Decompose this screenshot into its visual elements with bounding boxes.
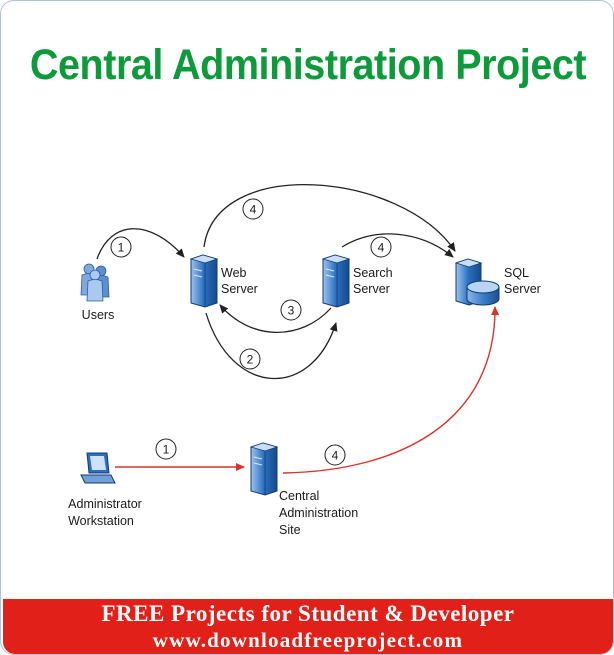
step-number: 3 <box>288 304 295 318</box>
step-circle-search-to-sql: 4 <box>370 236 392 258</box>
step-circle-web-to-sql: 4 <box>242 198 264 220</box>
arrow-users-to-web <box>96 228 185 260</box>
banner-website[interactable]: www.downloadfreeproject.com <box>152 628 464 652</box>
central-admin-server-icon <box>249 442 279 496</box>
step-circle-admin-to-central: 1 <box>155 438 177 460</box>
laptop-icon <box>80 452 116 484</box>
central-admin-label-line1: Central <box>279 489 319 503</box>
step-number: 1 <box>163 443 170 457</box>
step-number: 1 <box>118 241 125 255</box>
step-number: 4 <box>250 203 257 217</box>
arrow-central-to-sql <box>282 306 500 474</box>
banner-tagline: FREE Projects for Student & Developer <box>101 601 515 626</box>
admin-workstation-label-line1: Administrator <box>68 497 142 511</box>
step-circle-central-to-sql: 4 <box>324 444 346 466</box>
promo-banner: FREE Projects for Student & Developer ww… <box>3 599 613 654</box>
web-server-icon <box>189 254 219 308</box>
search-server-icon <box>321 254 351 308</box>
users-icon <box>80 263 110 302</box>
page-title: Central Administration Project <box>29 41 587 89</box>
step-circle-users-to-web: 1 <box>110 236 132 258</box>
step-number: 4 <box>378 241 385 255</box>
search-server-label-line2: Server <box>353 282 390 296</box>
sql-server-icon <box>454 258 500 306</box>
central-admin-label-line3: Site <box>279 523 301 537</box>
sql-server-label-line1: SQL <box>504 266 529 280</box>
arrow-web-to-sql <box>203 184 456 252</box>
users-label: Users <box>82 308 115 322</box>
step-number: 2 <box>247 353 254 367</box>
admin-workstation-label-line2: Workstation <box>68 514 134 528</box>
web-server-label-line1: Web <box>221 266 247 280</box>
web-server-label-line2: Server <box>221 282 258 296</box>
central-admin-label-line2: Administration <box>279 506 358 520</box>
search-server-label-line1: Search <box>353 266 393 280</box>
arrow-search-to-web <box>219 304 332 334</box>
arrow-web-to-search <box>205 312 338 380</box>
sql-server-label-line2: Server <box>504 282 541 296</box>
arrow-search-to-sql <box>341 233 454 258</box>
step-circle-search-to-web: 3 <box>280 299 302 321</box>
step-circle-web-to-search: 2 <box>239 348 261 370</box>
step-number: 4 <box>332 449 339 463</box>
